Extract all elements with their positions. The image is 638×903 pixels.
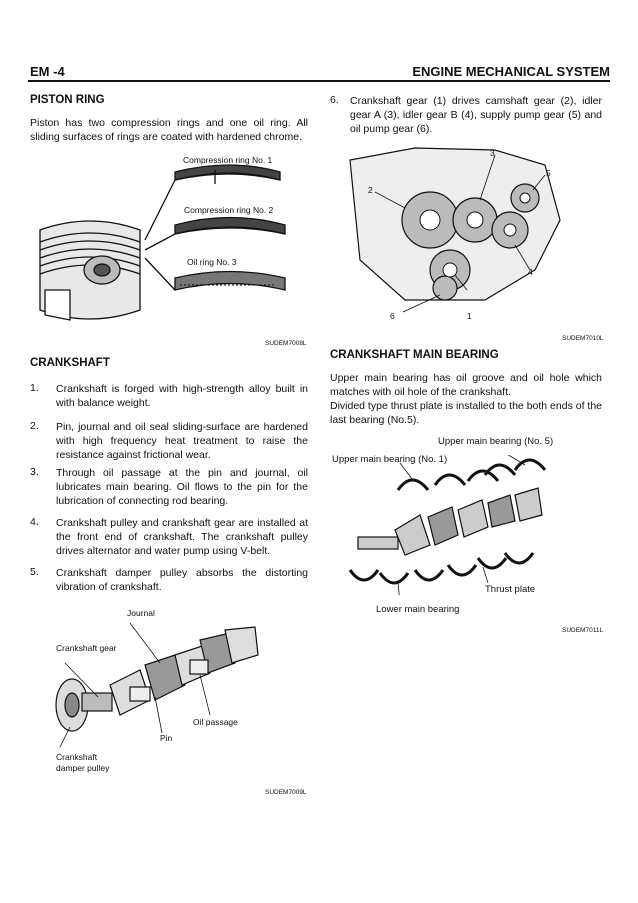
section-title: ENGINE MECHANICAL SYSTEM (412, 64, 610, 79)
crankshaft-heading: CRANKSHAFT (30, 357, 110, 369)
item-number: 6. (330, 94, 339, 106)
crankshaft-item-2: Pin, journal and oil seal sliding-surfac… (56, 421, 308, 461)
crankshaft-item-5: Crankshaft damper pulley absorbs the dis… (56, 567, 308, 593)
label-lower-bearing: Lower main bearing (376, 604, 460, 615)
page-number: EM -4 (30, 64, 65, 79)
callout-4: 4 (528, 267, 533, 277)
main-bearing-text-1: Upper main bearing has oil groove and oi… (330, 372, 602, 398)
main-bearing-figure (348, 455, 547, 595)
callout-6: 6 (390, 311, 395, 321)
crankshaft-item-4: Crankshaft pulley and crankshaft gear ar… (56, 517, 308, 557)
piston-ring-heading: PISTON RING (30, 94, 105, 106)
fig-code-7010: SUDEM7010L (562, 335, 604, 342)
item-number: 3. (30, 466, 39, 478)
fig-code-7008: SUDEM7008L (265, 340, 307, 347)
callout-5: 5 (546, 168, 551, 178)
callout-3: 3 (490, 148, 495, 158)
label-pulley-line2: damper pulley (56, 763, 110, 773)
item-number: 1. (30, 382, 39, 394)
callout-2: 2 (368, 185, 373, 195)
label-oil-ring-3: Oil ring No. 3 (187, 257, 237, 267)
label-oil-passage: Oil passage (193, 717, 238, 727)
main-bearing-heading: CRANKSHAFT MAIN BEARING (330, 349, 499, 361)
gear-train-text: Crankshaft gear (1) drives camshaft gear… (350, 95, 602, 135)
label-pulley-line1: Crankshaft (56, 752, 98, 762)
piston-ring-figure (39, 164, 286, 321)
label-upper-bearing-5: Upper main bearing (No. 5) (438, 436, 554, 447)
fig-code-7011: SUDEM7011L (562, 627, 604, 634)
main-bearing-text-2: Divided type thrust plate is installed t… (330, 400, 603, 426)
label-pin: Pin (160, 733, 173, 743)
label-compression-ring-2: Compression ring No. 2 (184, 205, 274, 215)
label-compression-ring-1: Compression ring No. 1 (183, 155, 273, 165)
crankshaft-item-1: Crankshaft is forged with high-strength … (56, 383, 308, 409)
item-number: 2. (30, 420, 39, 432)
label-crankshaft-gear: Crankshaft gear (56, 643, 117, 653)
label-journal: Journal (127, 608, 155, 618)
item-number: 4. (30, 516, 39, 528)
label-thrust-plate: Thrust plate (485, 584, 536, 595)
label-upper-bearing-1: Upper main bearing (No. 1) (332, 454, 448, 465)
item-number: 5. (30, 566, 39, 578)
crankshaft-figure (55, 622, 259, 748)
gear-train-figure (349, 147, 561, 313)
fig-code-7009: SUDEM7009L (265, 789, 307, 796)
header-rule (28, 80, 610, 82)
piston-ring-text: Piston has two compression rings and one… (30, 117, 308, 143)
callout-1: 1 (467, 311, 472, 321)
crankshaft-item-3: Through oil passage at the pin and journ… (56, 467, 308, 507)
